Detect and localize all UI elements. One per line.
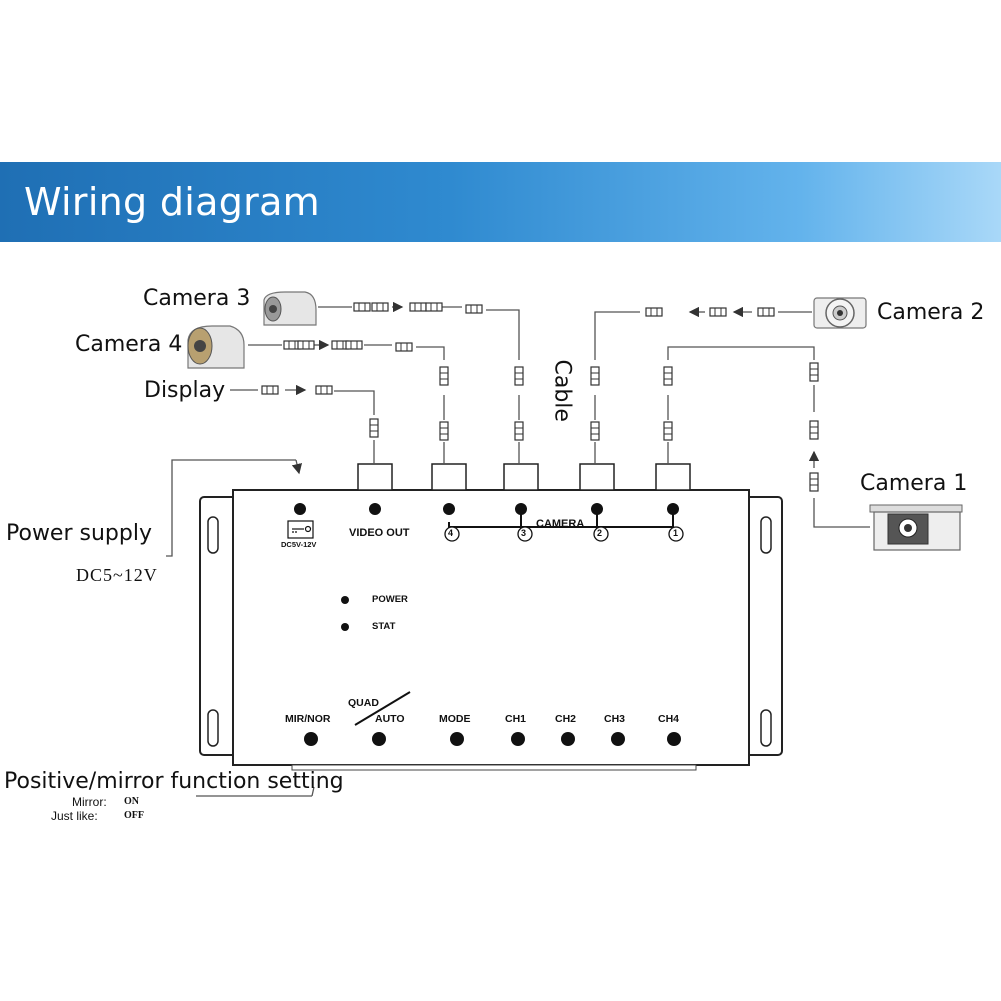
port-number-2: 2 (597, 528, 603, 538)
voltage-label: DC5~12V (76, 565, 158, 585)
ch3-label: CH3 (604, 713, 626, 725)
ch1-label: CH1 (505, 713, 527, 725)
mir-nor-label: MIR/NOR (285, 713, 331, 725)
ch2-label: CH2 (555, 713, 577, 725)
stat-led-label: STAT (372, 621, 396, 632)
quad-auto-divider (354, 691, 411, 726)
camera-port-bracket (444, 509, 684, 542)
camera3-icon (263, 291, 317, 326)
power-led-label: POWER (372, 594, 408, 605)
cable-camera3 (318, 301, 520, 464)
port-number-4: 4 (448, 528, 454, 538)
connector-housings (357, 463, 691, 491)
mode-label: MODE (439, 713, 471, 725)
just-like-value: OFF (124, 810, 144, 821)
bottom-buttons (304, 732, 681, 746)
video-out-label: VIDEO OUT (349, 527, 410, 539)
led-indicators (341, 596, 349, 631)
device-body (199, 489, 783, 771)
camera4-label: Camera 4 (75, 332, 183, 357)
power-supply-leader (166, 459, 303, 557)
cable-label: Cable (549, 359, 575, 422)
camera1-label: Camera 1 (860, 471, 968, 496)
mirror-setting-label: Positive/mirror function setting (4, 769, 344, 794)
quad-label: QUAD (348, 697, 379, 709)
camera4-icon (187, 325, 245, 369)
cable-display (230, 384, 375, 464)
port-number-1: 1 (673, 528, 679, 538)
title-banner: Wiring diagram (0, 162, 1001, 242)
camera-ports-label: CAMERA (536, 518, 585, 530)
cable-camera4 (248, 339, 445, 464)
auto-label: AUTO (375, 713, 405, 725)
display-label: Display (144, 378, 226, 403)
power-supply-label: Power supply (6, 521, 152, 546)
top-jacks (294, 503, 679, 515)
cable-camera2 (594, 306, 812, 464)
camera2-label: Camera 2 (877, 300, 985, 325)
camera3-label: Camera 3 (143, 286, 251, 311)
page-title: Wiring diagram (24, 180, 320, 224)
dc-input-label: DC5V-12V (281, 540, 317, 549)
mirror-label: Mirror: (72, 795, 107, 809)
dc-power-icon (287, 520, 314, 539)
camera1-icon (869, 504, 963, 551)
cable-camera1 (667, 346, 870, 528)
just-like-label: Just like: (51, 809, 98, 823)
mirror-setting-leader (196, 786, 315, 797)
mirror-value: ON (124, 796, 139, 807)
camera2-icon (813, 297, 867, 329)
port-number-3: 3 (521, 528, 527, 538)
ch4-label: CH4 (658, 713, 680, 725)
